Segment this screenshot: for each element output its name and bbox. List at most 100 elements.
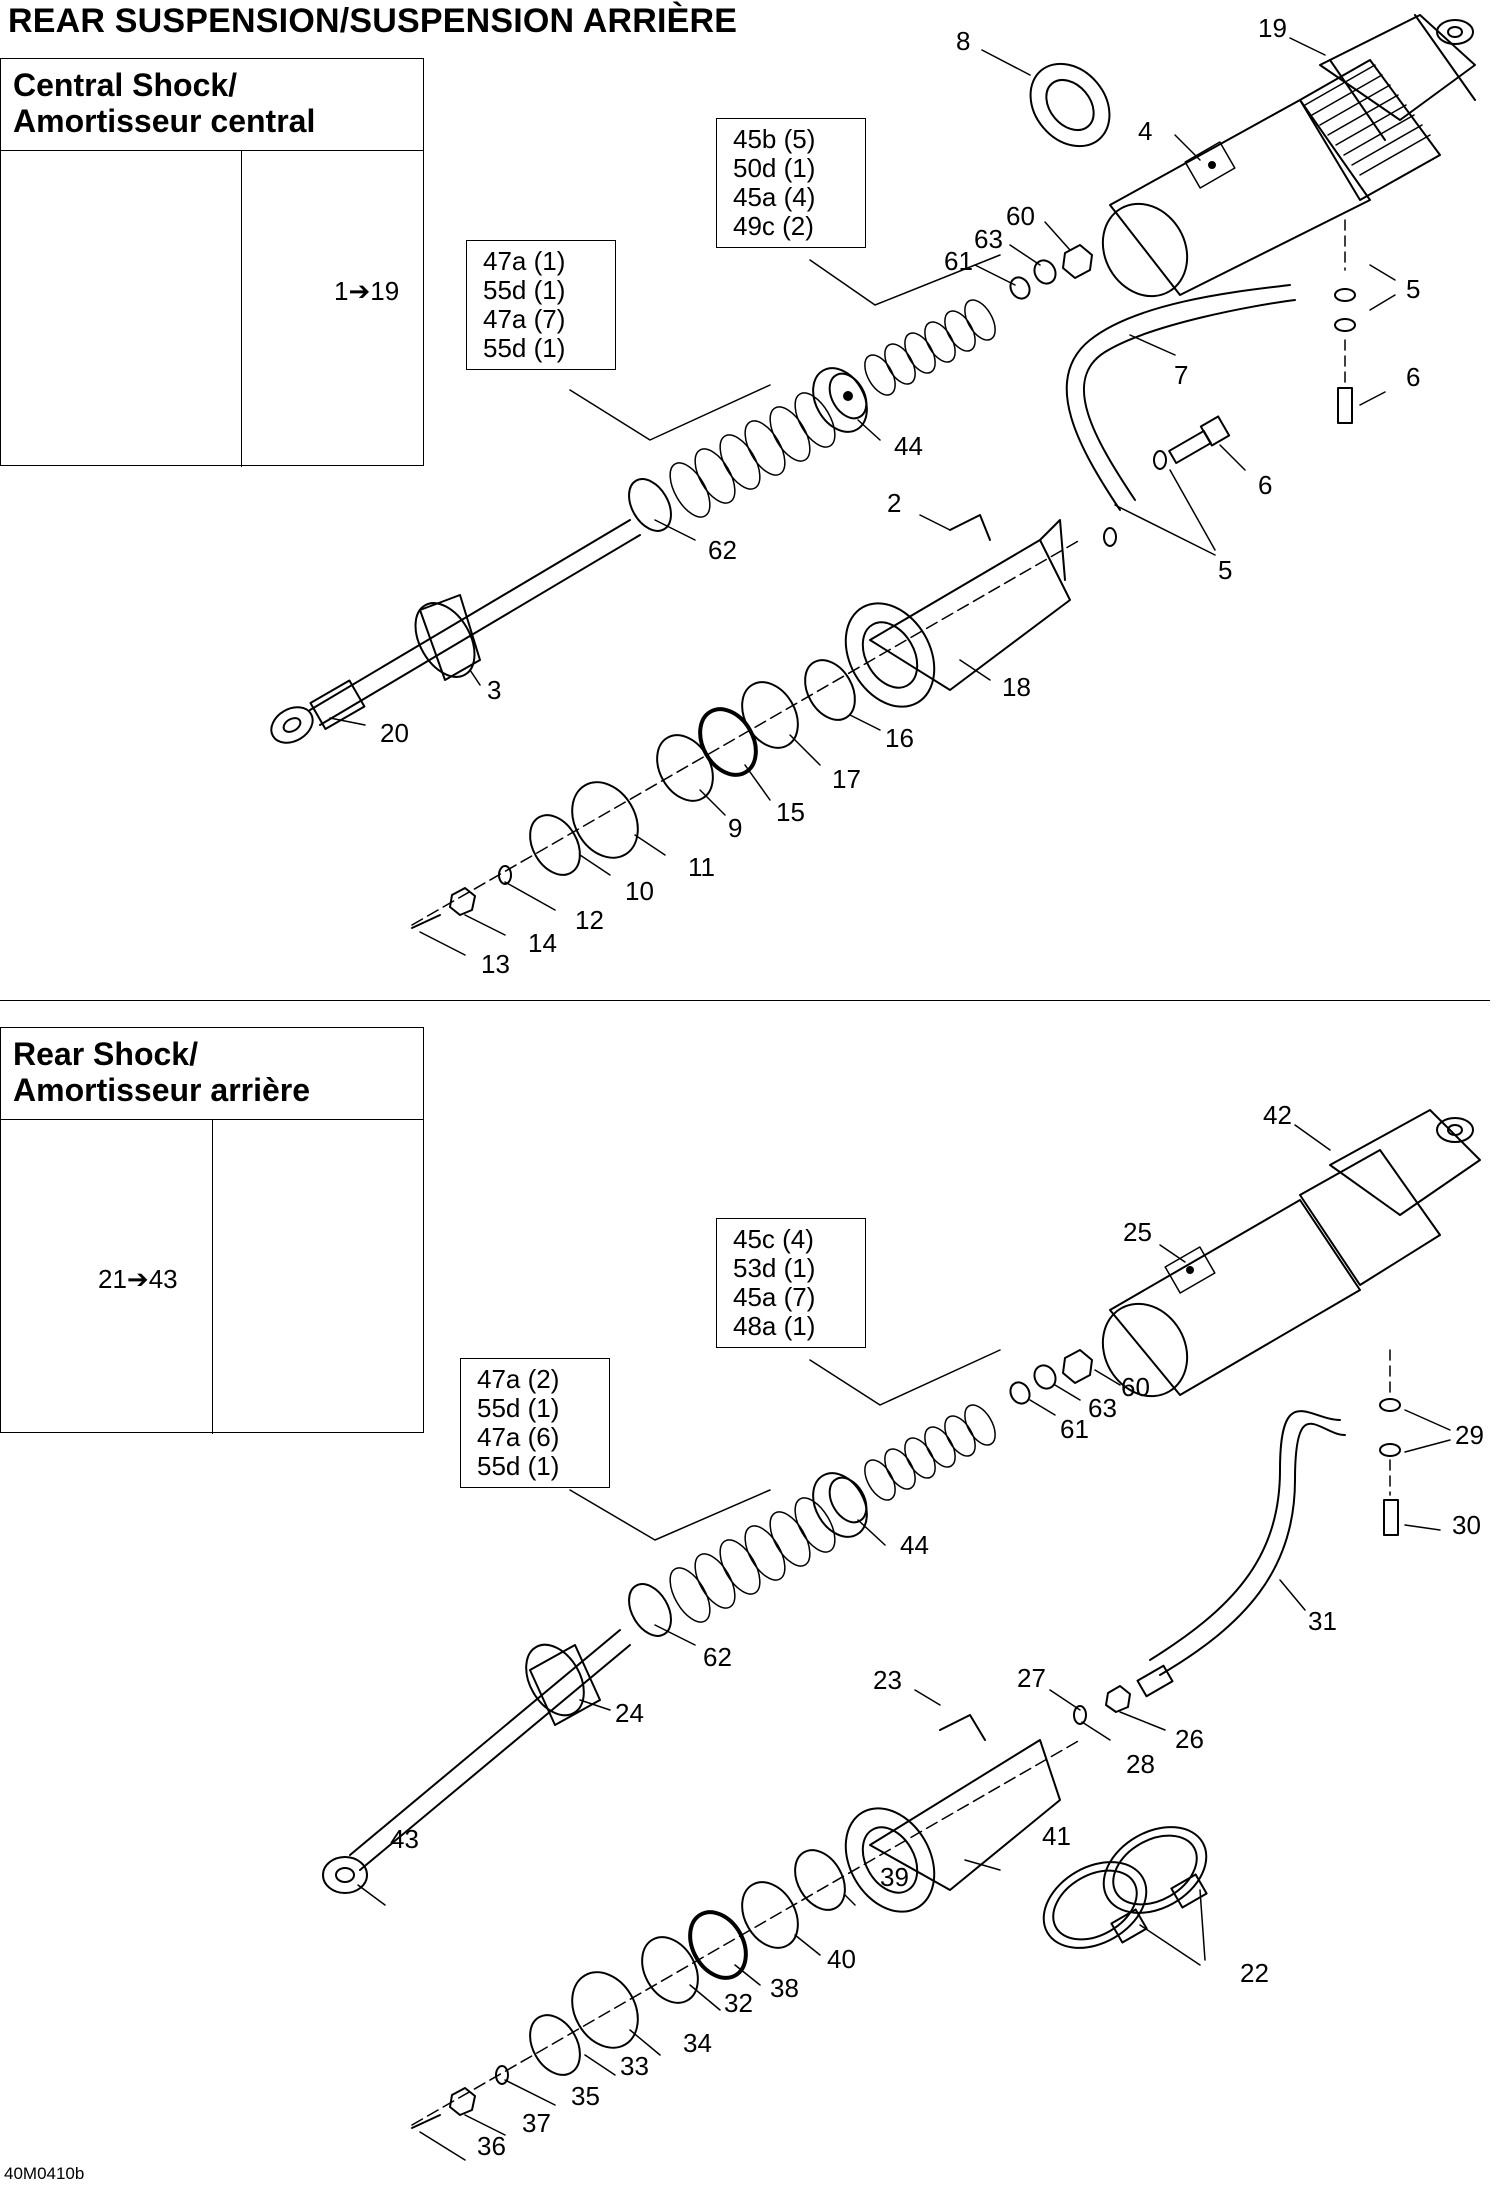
part-7-hose <box>1065 284 1291 511</box>
spring-coils-rear <box>669 1404 996 1623</box>
rear-heading-line-1: Rear Shock/ <box>13 1036 198 1072</box>
callout-11: 11 <box>688 852 715 882</box>
part-25-cylinder <box>1101 1199 1361 1398</box>
callout-40: 40 <box>827 1944 856 1974</box>
callout-27: 27 <box>1017 1663 1046 1693</box>
callout-24: 24 <box>615 1698 644 1728</box>
qty-line: 55d (1) <box>483 333 566 363</box>
central-shock-heading: Central Shock/ Amortisseur central <box>1 59 423 151</box>
callout-39: 39 <box>880 1862 909 1892</box>
qty-line: 55d (1) <box>477 1393 560 1423</box>
drawing-code: 40M0410b <box>4 2164 85 2183</box>
part-24-shaft <box>322 1629 631 1894</box>
callout-43: 43 <box>390 1824 419 1854</box>
qty-line: 45a (4) <box>733 182 816 212</box>
callout-23: 23 <box>873 1665 902 1695</box>
callout-12: 12 <box>575 905 604 935</box>
callout-9: 9 <box>728 813 743 843</box>
callout-32: 32 <box>724 1988 753 2018</box>
callout-10: 10 <box>625 876 654 906</box>
leader-line <box>569 384 771 441</box>
callout-16: 16 <box>885 723 914 753</box>
part-18-reservoir <box>844 514 1071 708</box>
qty-line: 47a (1) <box>483 246 566 276</box>
callout-22: 22 <box>1240 1958 1269 1988</box>
qty-line: 47a (7) <box>483 304 566 334</box>
callout-15: 15 <box>776 797 805 827</box>
piston-stack-rear <box>411 1849 846 2129</box>
central-qty-box-b: 47a (1) 55d (1) 47a (7) 55d (1) <box>466 240 616 370</box>
inset-divider <box>212 1120 213 1434</box>
callout-2: 2 <box>887 488 902 518</box>
callout-63: 63 <box>974 224 1003 254</box>
inset-divider <box>241 151 242 467</box>
callout-26: 26 <box>1175 1724 1204 1754</box>
central-heading-line-1: Central Shock/ <box>13 67 238 103</box>
rear-callout-leaders <box>357 1124 1451 2161</box>
part-22-clamps <box>1042 1826 1208 1949</box>
callout-33: 33 <box>620 2051 649 2081</box>
callout-34: 34 <box>683 2028 712 2058</box>
callout-8: 8 <box>956 26 971 56</box>
qty-line: 53d (1) <box>733 1253 816 1283</box>
callout-28: 28 <box>1126 1749 1155 1779</box>
callout-4: 4 <box>1138 116 1153 146</box>
piston-stack-central <box>411 659 856 929</box>
callout-7: 7 <box>1174 360 1189 390</box>
callout-42: 42 <box>1263 1100 1292 1130</box>
central-range-label: 1➔19 <box>334 276 400 306</box>
rear-range-label: 21➔43 <box>98 1264 178 1294</box>
rear-heading-line-2: Amortisseur arrière <box>13 1072 311 1108</box>
callout-41: 41 <box>1042 1821 1071 1851</box>
section-separator <box>0 1000 1490 1001</box>
nut-and-washers <box>1009 244 1093 300</box>
qty-line: 50d (1) <box>733 153 816 183</box>
qty-line: 47a (2) <box>477 1364 560 1394</box>
callout-62: 62 <box>708 535 737 565</box>
central-qty-box-a: 45b (5) 50d (1) 45a (4) 49c (2) <box>716 118 866 248</box>
central-shock-inset: Central Shock/ Amortisseur central <box>0 58 424 467</box>
part-42-shock-body <box>1299 1109 1481 1286</box>
callout-38: 38 <box>770 1973 799 2003</box>
qty-line: 55d (1) <box>483 275 566 305</box>
spring-coils-upper <box>864 299 996 396</box>
qty-line: 48a (1) <box>733 1311 816 1341</box>
callout-18: 18 <box>1002 672 1031 702</box>
callout-19: 19 <box>1258 13 1287 43</box>
callout-30: 30 <box>1452 1510 1481 1540</box>
callout-61: 61 <box>944 246 973 276</box>
rear-shock-inset: Rear Shock/ Amortisseur arrière <box>0 1027 424 1434</box>
part-19-shock-body <box>1299 14 1476 201</box>
qty-line: 55d (1) <box>477 1451 560 1481</box>
callout-20: 20 <box>380 718 409 748</box>
callout-3: 3 <box>487 675 502 705</box>
part-44-spring-seat <box>812 367 868 433</box>
callout-31: 31 <box>1308 1606 1337 1636</box>
part-8-ring <box>1029 62 1111 148</box>
callout-63: 63 <box>1088 1393 1117 1423</box>
callout-61: 61 <box>1060 1414 1089 1444</box>
central-callout-leaders <box>329 37 1396 956</box>
callout-6: 6 <box>1406 362 1421 392</box>
callout-35: 35 <box>571 2081 600 2111</box>
callout-60: 60 <box>1006 201 1035 231</box>
qty-line: 45b (5) <box>733 124 816 154</box>
callout-17: 17 <box>832 764 861 794</box>
rear-shock-heading: Rear Shock/ Amortisseur arrière <box>1 1028 423 1120</box>
part-31-hose <box>1149 1410 1341 1661</box>
page-title: REAR SUSPENSION/SUSPENSION ARRIÈRE <box>8 2 738 40</box>
callout-44: 44 <box>900 1530 929 1560</box>
part-6-bolt-vertical <box>1337 387 1353 424</box>
callout-6: 6 <box>1258 470 1273 500</box>
part-4-cylinder <box>1101 99 1371 298</box>
callout-14: 14 <box>528 928 557 958</box>
part-41-reservoir <box>844 1714 1061 1913</box>
callout-25: 25 <box>1123 1217 1152 1247</box>
central-heading-line-2: Amortisseur central <box>13 103 316 139</box>
qty-line: 45a (7) <box>733 1282 816 1312</box>
callout-5: 5 <box>1218 555 1233 585</box>
callout-5: 5 <box>1406 274 1421 304</box>
callout-44: 44 <box>894 431 923 461</box>
qty-line: 45c (4) <box>733 1224 814 1254</box>
callout-62: 62 <box>703 1642 732 1672</box>
